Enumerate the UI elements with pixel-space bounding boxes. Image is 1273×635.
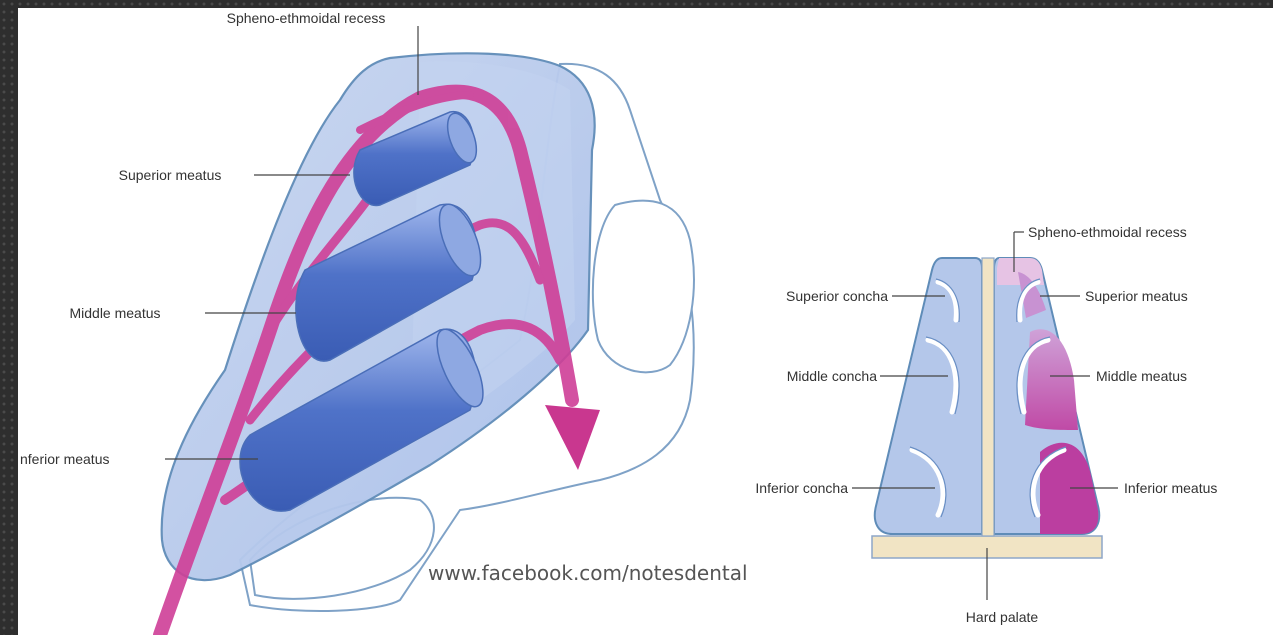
label-inferior-meatus-right: Inferior meatus — [1124, 480, 1217, 496]
label-middle-meatus-right: Middle meatus — [1096, 368, 1187, 384]
sinus-outline — [593, 201, 694, 373]
sagittal-view: Spheno-ethmoidal recess Superior meatus … — [20, 10, 694, 635]
label-inferior-concha: Inferior concha — [755, 480, 848, 496]
label-middle-concha: Middle concha — [787, 368, 877, 384]
label-sphenoethmoidal-recess-left: Spheno-ethmoidal recess — [227, 10, 386, 26]
watermark-text: www.facebook.com/notesdental — [428, 561, 748, 585]
label-superior-concha: Superior concha — [786, 288, 888, 304]
coronal-view: Spheno-ethmoidal recess Superior concha … — [755, 224, 1217, 625]
label-superior-meatus-left: Superior meatus — [119, 167, 222, 183]
label-sphenoethmoidal-recess-right: Spheno-ethmoidal recess — [1028, 224, 1187, 240]
nasal-septum — [982, 258, 994, 536]
label-superior-meatus-right: Superior meatus — [1085, 288, 1188, 304]
label-middle-meatus-left: Middle meatus — [69, 305, 160, 321]
label-hard-palate: Hard palate — [966, 609, 1039, 625]
label-inferior-meatus-left: nferior meatus — [20, 451, 109, 467]
left-nasal-chamber — [875, 258, 982, 534]
